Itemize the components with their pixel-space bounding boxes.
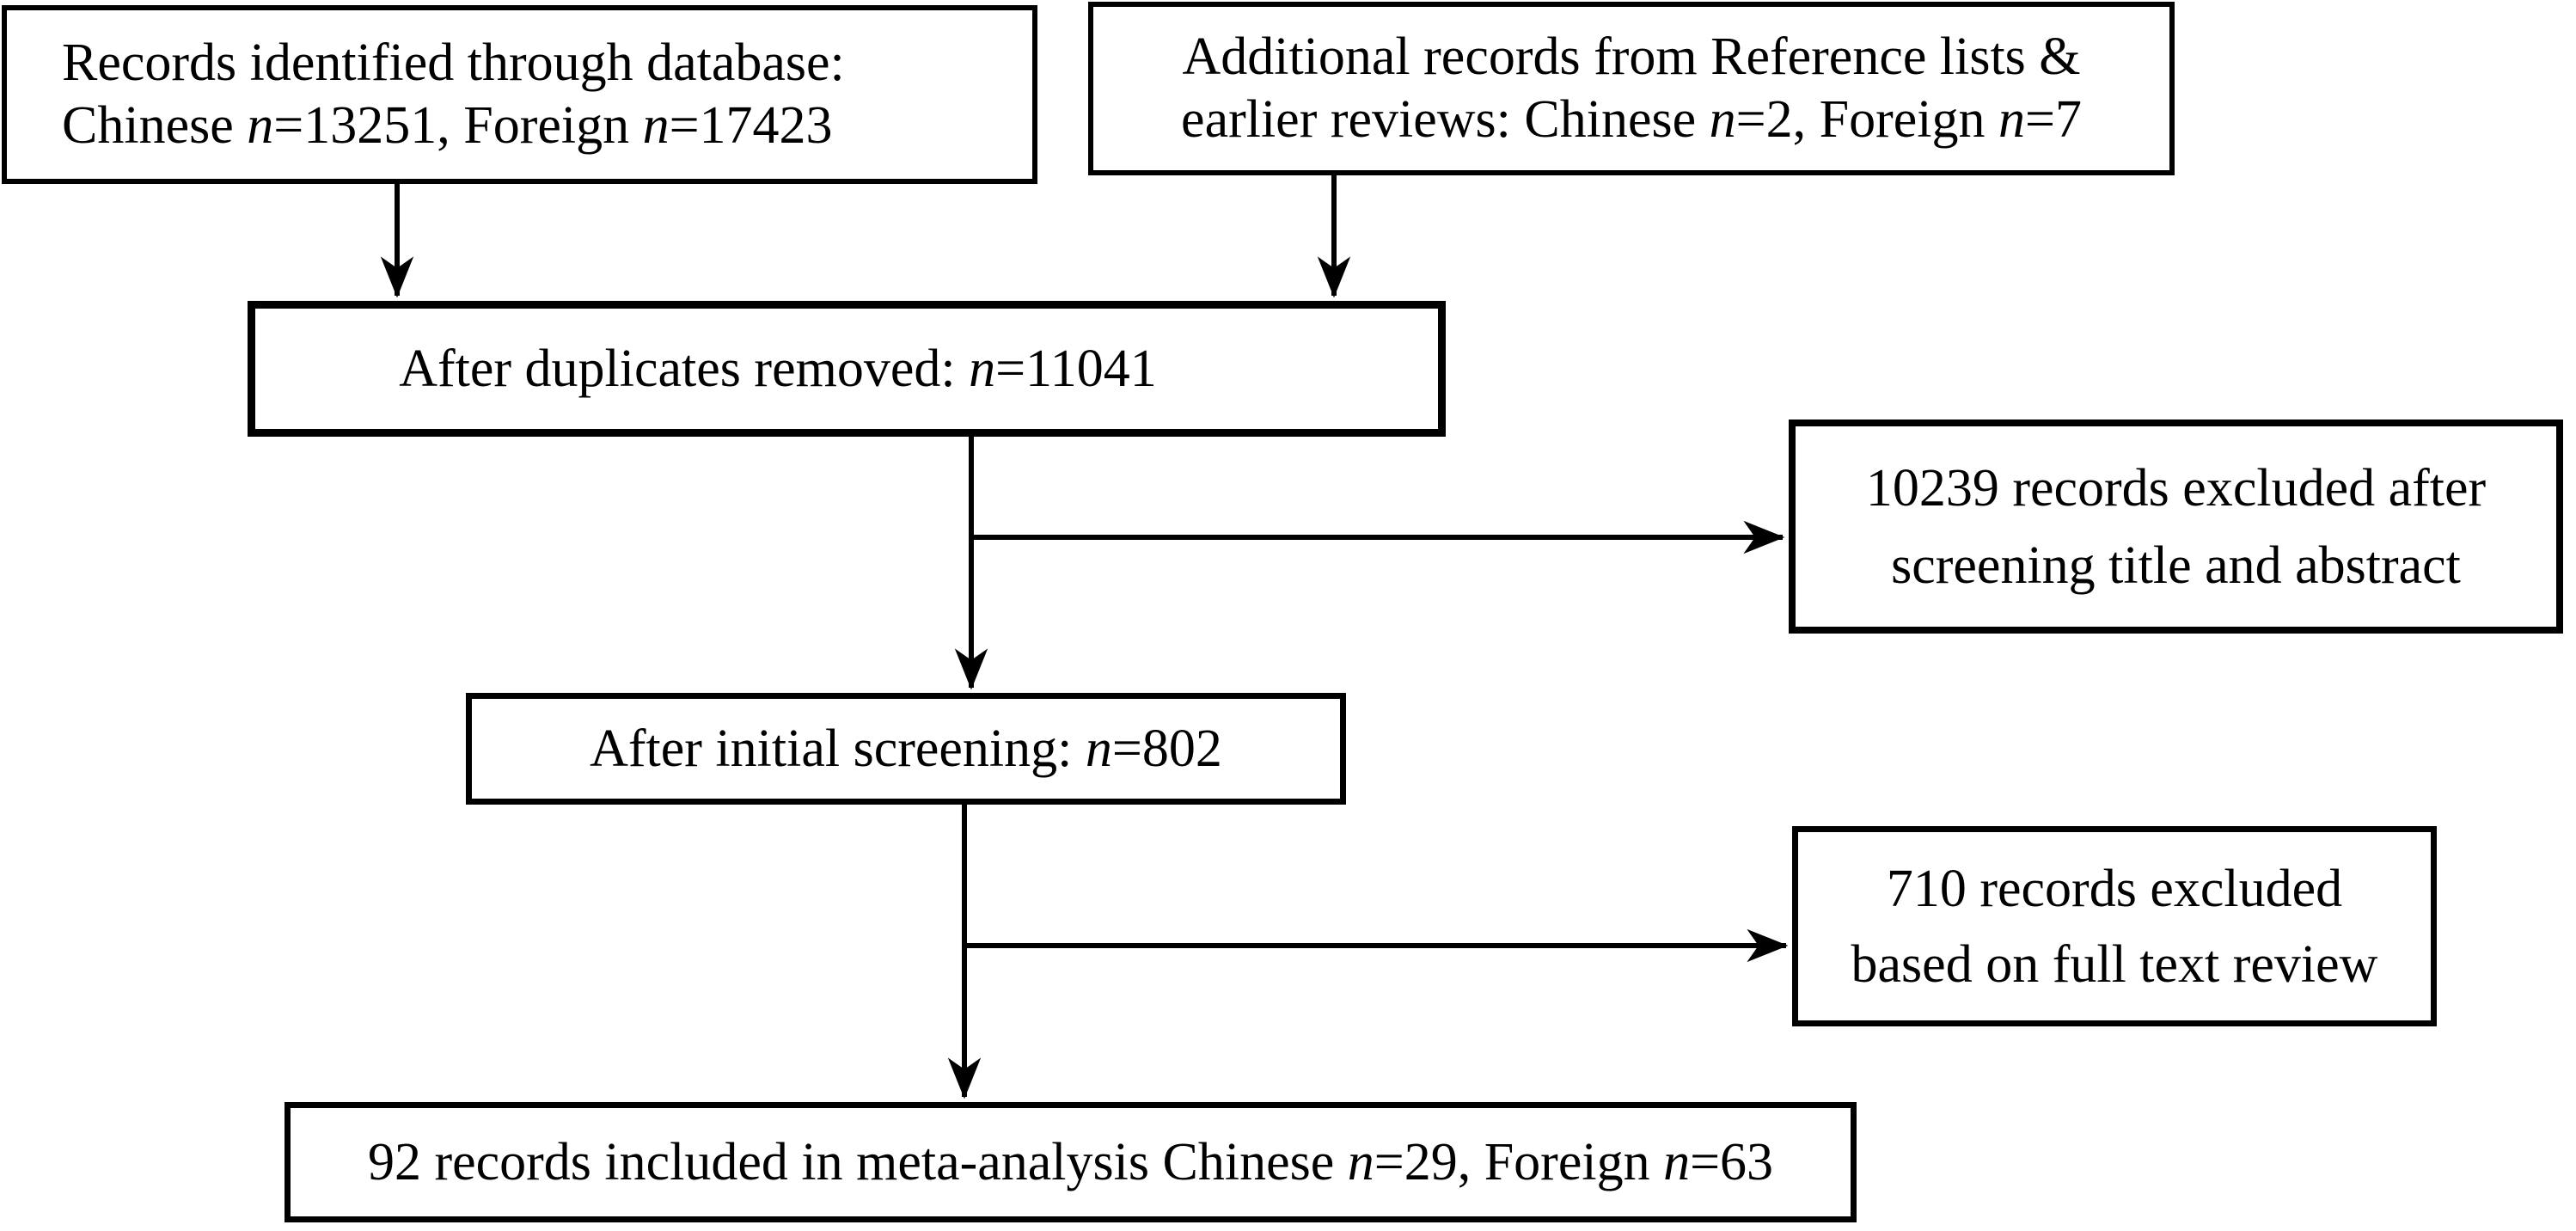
records-identified-line-1: Records identified through database:	[62, 34, 845, 92]
box-excluded-title-abstract: 10239 records excluded after screening t…	[1789, 420, 2563, 634]
additional-records-line-2: earlier reviews: Chinese n=2, Foreign n=…	[1181, 90, 2082, 149]
box-after-duplicates-removed: After duplicates removed: n=11041	[248, 301, 1446, 437]
box-records-identified: Records identified through database: Chi…	[2, 5, 1037, 184]
box-included-meta-analysis: 92 records included in meta-analysis Chi…	[285, 1102, 1857, 1222]
excluded-full-text-line-1: 710 records excluded	[1886, 859, 2343, 918]
excluded-title-abstract-line-2: screening title and abstract	[1891, 536, 2461, 595]
after-duplicates-removed-line-1: After duplicates removed: n=11041	[399, 339, 1157, 398]
included-meta-analysis-line-1: 92 records included in meta-analysis Chi…	[367, 1132, 1774, 1191]
excluded-full-text-line-2: based on full text review	[1851, 934, 2378, 994]
records-identified-line-2: Chinese n=13251, Foreign n=17423	[62, 96, 833, 155]
after-initial-screening-line-1: After initial screening: n=802	[590, 719, 1222, 778]
excluded-title-abstract-line-1: 10239 records excluded after	[1865, 458, 2487, 518]
additional-records-line-1: Additional records from Reference lists …	[1182, 28, 2081, 86]
box-excluded-full-text: 710 records excluded based on full text …	[1792, 826, 2437, 1026]
box-after-initial-screening: After initial screening: n=802	[466, 693, 1346, 805]
box-additional-records: Additional records from Reference lists …	[1088, 2, 2175, 175]
